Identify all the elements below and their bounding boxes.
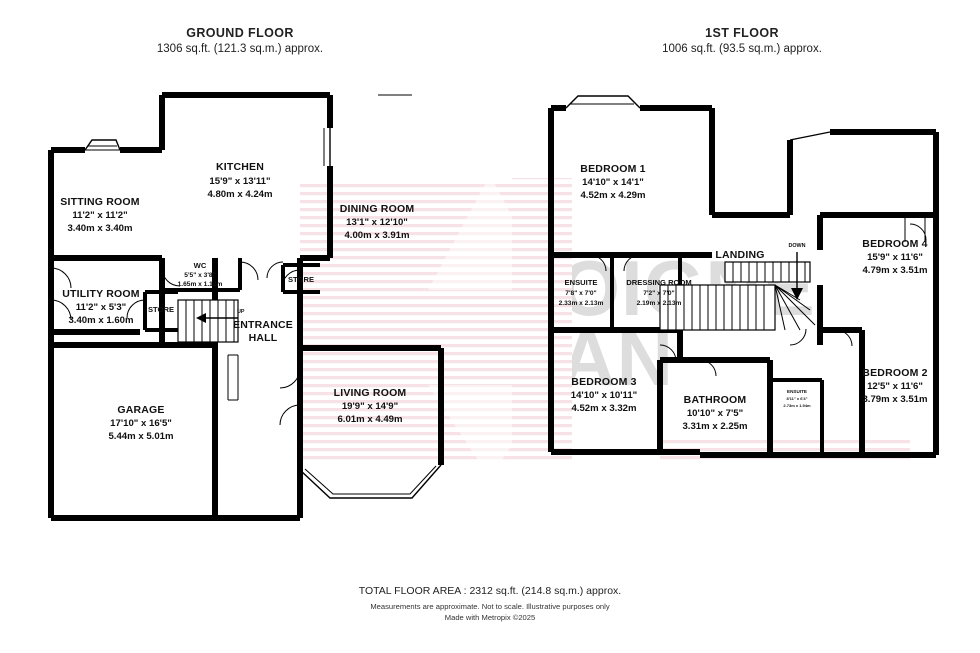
first-floor-door-arcs xyxy=(589,223,927,377)
bathroom-metric: 3.31m x 2.25m xyxy=(682,421,747,432)
room-label-wc: WC 5'5" x 3'8" 1.65m x 1.12m xyxy=(178,261,223,288)
room-label-utility-room: UTILITY ROOM 11'2" x 5'3" 3.40m x 1.60m xyxy=(62,288,140,326)
room-label-sitting-room: SITTING ROOM 11'2" x 11'2" 3.40m x 3.40m xyxy=(60,196,139,234)
utility-room-imperial: 11'2" x 5'3" xyxy=(76,302,126,313)
header-ground-floor: GROUND FLOOR 1306 sq.ft. (121.3 sq.m.) a… xyxy=(157,26,323,55)
ensuite-1-name: ENSUITE xyxy=(565,278,598,287)
dining-room-imperial: 13'1" x 12'10" xyxy=(346,217,408,228)
bedroom-2-metric: 3.79m x 3.51m xyxy=(862,394,927,405)
room-label-ensuite-1: ENSUITE 7'8" x 7'0" 2.33m x 2.13m xyxy=(559,278,604,307)
dressing-room-imperial: 7'2" x 7'0" xyxy=(643,290,674,297)
first-floor-plan: DOWN xyxy=(548,95,939,458)
dining-room-metric: 4.00m x 3.91m xyxy=(344,230,409,241)
bedroom-4-name: BEDROOM 4 xyxy=(862,238,927,250)
room-label-ensuite-2: ENSUITE 8'11" x 6'4" 2.73m x 1.94m xyxy=(783,389,811,408)
first-floor-labels: BEDROOM 1 14'10" x 14'1" 4.52m x 4.29m B… xyxy=(559,163,928,432)
bedroom-3-imperial: 14'10" x 10'11" xyxy=(571,390,637,401)
sitting-room-name: SITTING ROOM xyxy=(60,196,139,208)
dressing-room-name: DRESSING ROOM xyxy=(626,278,691,287)
ground-floor-plan: UP xyxy=(48,92,444,521)
living-room-imperial: 19'9" x 14'9" xyxy=(342,401,398,412)
bedroom-2-name: BEDROOM 2 xyxy=(862,367,927,379)
bedroom-4-imperial: 15'9" x 11'6" xyxy=(867,252,923,263)
bedroom-3-name: BEDROOM 3 xyxy=(571,376,636,388)
utility-room-name: UTILITY ROOM xyxy=(62,288,140,300)
bedroom-2-imperial: 12'5" x 11'6" xyxy=(867,381,923,392)
first-floor-area: 1006 sq.ft. (93.5 sq.m.) approx. xyxy=(662,43,822,55)
ground-floor-title: GROUND FLOOR xyxy=(186,26,294,40)
ground-up-label: UP xyxy=(237,309,245,315)
room-label-bathroom: BATHROOM 10'10" x 7'5" 3.31m x 2.25m xyxy=(682,394,747,432)
total-floor-area: TOTAL FLOOR AREA : 2312 sq.ft. (214.8 sq… xyxy=(359,585,621,597)
room-label-kitchen: KITCHEN 15'9" x 13'11" 4.80m x 4.24m xyxy=(207,161,272,200)
ensuite-1-imperial: 7'8" x 7'0" xyxy=(565,290,596,297)
ensuite-1-metric: 2.33m x 2.13m xyxy=(559,300,604,307)
down-label: DOWN xyxy=(788,243,805,249)
living-room-metric: 6.01m x 4.49m xyxy=(337,414,402,425)
kitchen-imperial: 15'9" x 13'11" xyxy=(209,176,270,187)
room-label-bedroom-3: BEDROOM 3 14'10" x 10'11" 4.52m x 3.32m xyxy=(571,376,637,414)
ensuite-2-imperial: 8'11" x 6'4" xyxy=(786,396,807,401)
garage-name: GARAGE xyxy=(117,404,164,416)
landing-label: LANDING xyxy=(715,249,764,261)
dressing-room-metric: 2.19m x 2.13m xyxy=(637,300,682,307)
bathroom-imperial: 10'10" x 7'5" xyxy=(687,408,743,419)
room-label-dressing-room: DRESSING ROOM 7'2" x 7'0" 2.19m x 2.13m xyxy=(626,278,691,307)
room-label-bedroom-2: BEDROOM 2 12'5" x 11'6" 3.79m x 3.51m xyxy=(862,367,927,405)
first-floor-stairs xyxy=(659,252,816,331)
bedroom-1-metric: 4.52m x 4.29m xyxy=(580,190,645,201)
wc-name: WC xyxy=(194,261,207,270)
ensuite-2-name: ENSUITE xyxy=(787,389,807,394)
store-left-label: STORE xyxy=(148,305,174,314)
entrance-hall-label-line1: ENTRANCE xyxy=(233,319,293,331)
ground-door-arcs xyxy=(50,261,301,426)
bathroom-name: BATHROOM xyxy=(684,394,747,406)
sitting-room-imperial: 11'2" x 11'2" xyxy=(72,210,127,221)
ground-floor-area: 1306 sq.ft. (121.3 sq.m.) approx. xyxy=(157,43,323,55)
bedroom-4-metric: 4.79m x 3.51m xyxy=(862,265,927,276)
disclaimer-text: Measurements are approximate. Not to sca… xyxy=(370,602,610,611)
wc-imperial: 5'5" x 3'8" xyxy=(184,272,215,279)
bedroom-3-metric: 4.52m x 3.32m xyxy=(571,403,636,414)
entrance-hall-label-line2: HALL xyxy=(249,332,278,344)
living-room-name: LIVING ROOM xyxy=(334,387,407,399)
kitchen-metric: 4.80m x 4.24m xyxy=(207,189,272,200)
room-label-garage: GARAGE 17'10" x 16'5" 5.44m x 5.01m xyxy=(108,404,173,442)
ensuite-2-metric: 2.73m x 1.94m xyxy=(783,403,811,408)
sitting-room-metric: 3.40m x 3.40m xyxy=(67,223,132,234)
first-floor-title: 1ST FLOOR xyxy=(705,26,779,40)
dining-room-name: DINING ROOM xyxy=(340,203,415,215)
bedroom-1-name: BEDROOM 1 xyxy=(580,163,645,175)
utility-room-metric: 3.40m x 1.60m xyxy=(68,315,133,326)
garage-imperial: 17'10" x 16'5" xyxy=(110,418,172,429)
garage-metric: 5.44m x 5.01m xyxy=(108,431,173,442)
room-label-bedroom-1: BEDROOM 1 14'10" x 14'1" 4.52m x 4.29m xyxy=(580,163,645,201)
wc-metric: 1.65m x 1.12m xyxy=(178,281,223,288)
ground-stairs xyxy=(177,299,239,343)
kitchen-name: KITCHEN xyxy=(216,161,264,173)
header-first-floor: 1ST FLOOR 1006 sq.ft. (93.5 sq.m.) appro… xyxy=(662,26,822,55)
room-label-living-room: LIVING ROOM 19'9" x 14'9" 6.01m x 4.49m xyxy=(334,387,407,425)
bedroom-1-imperial: 14'10" x 14'1" xyxy=(582,177,644,188)
ground-floor-hatch-region xyxy=(300,175,552,478)
ground-floor-labels: KITCHEN 15'9" x 13'11" 4.80m x 4.24m SIT… xyxy=(60,161,414,442)
room-label-dining-room: DINING ROOM 13'1" x 12'10" 4.00m x 3.91m xyxy=(340,203,415,241)
credit-text: Made with Metropix ©2025 xyxy=(445,613,535,622)
footer: TOTAL FLOOR AREA : 2312 sq.ft. (214.8 sq… xyxy=(359,585,621,622)
room-label-bedroom-4: BEDROOM 4 15'9" x 11'6" 4.79m x 3.51m xyxy=(862,238,927,276)
store-right-label: STORE xyxy=(288,275,314,284)
